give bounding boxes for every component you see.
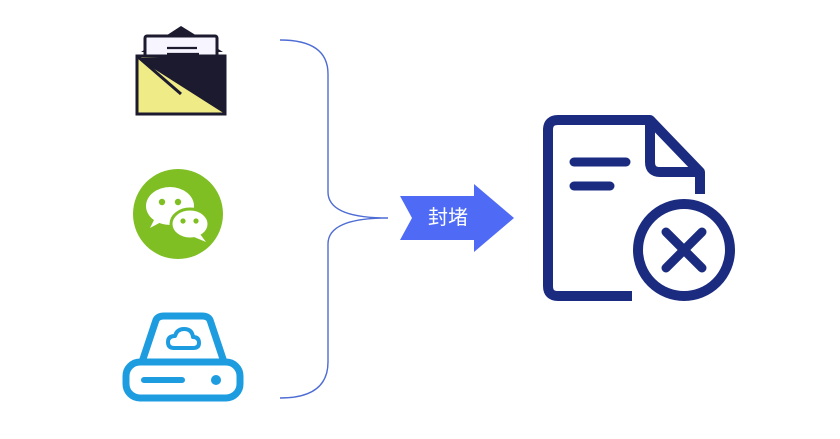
wechat-icon — [133, 169, 223, 259]
block-arrow — [400, 184, 514, 252]
cloud-storage-drive-icon — [122, 312, 244, 402]
arrow-label: 封堵 — [428, 205, 468, 229]
blocked-document-icon — [543, 115, 735, 301]
grouping-brace — [279, 39, 389, 399]
open-envelope-icon — [135, 26, 227, 116]
